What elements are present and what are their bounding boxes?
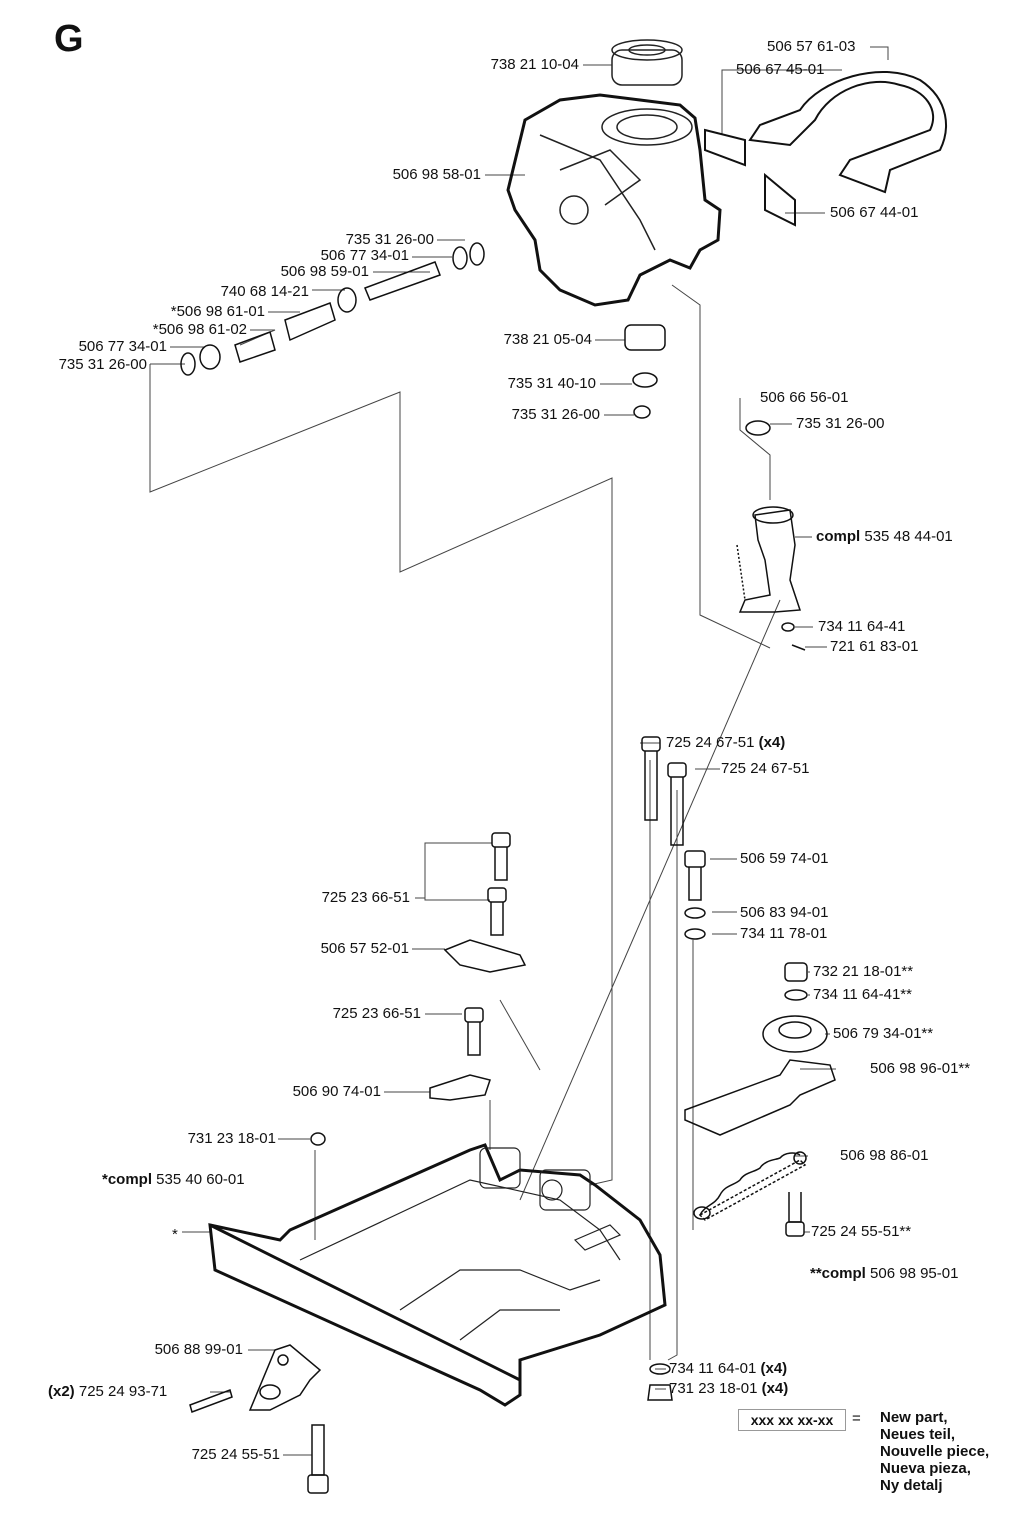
part-label: 734 11 64-41** <box>813 986 912 1003</box>
legend-code-box: xxx xx xx-xx <box>738 1409 846 1431</box>
legend-text: New part, Neues teil, Nouvelle piece, Nu… <box>880 1409 989 1494</box>
part-label: 506 66 56-01 <box>760 389 849 406</box>
legend-line: Nueva pieza, <box>880 1460 971 1477</box>
part-label: 735 31 26-00 <box>345 231 434 248</box>
part-label: *506 98 61-02 <box>152 321 247 338</box>
base-frame-details <box>299 1147 622 1341</box>
part-label: 506 98 58-01 <box>392 166 481 183</box>
part-label: 734 11 64-41 <box>818 618 906 635</box>
asterisk-marker: * <box>172 1226 178 1243</box>
part-label: 506 67 45-01 <box>736 61 825 78</box>
legend-equals: = <box>852 1410 861 1427</box>
part-label: 506 59 74-01 <box>740 850 829 867</box>
base-frame <box>208 1143 667 1407</box>
part-label: 740 68 14-21 <box>220 283 309 300</box>
part-label: 734 11 78-01 <box>740 925 828 942</box>
part-label: 735 31 40-10 <box>507 375 596 392</box>
housing-details <box>539 39 693 251</box>
part-label: *506 98 61-01 <box>170 303 265 320</box>
part-label: 735 31 26-00 <box>511 406 600 423</box>
part-label-qty: 731 23 18-01 (x4) <box>669 1380 789 1397</box>
part-label-qty: 725 24 67-51 (x4) <box>666 734 786 751</box>
part-label: 506 77 34-01 <box>78 338 167 355</box>
part-label: 725 23 66-51 <box>321 889 410 906</box>
part-label: 506 98 96-01** <box>870 1060 971 1077</box>
part-label-compl: *compl 535 40 60-01 <box>102 1171 245 1188</box>
legend-line: Neues teil, <box>880 1426 956 1443</box>
part-label-qty: 734 11 64-01 (x4) <box>669 1360 788 1377</box>
part-label: 725 24 55-51** <box>811 1223 912 1240</box>
part-label: 506 90 74-01 <box>292 1083 381 1100</box>
part-label: 506 67 44-01 <box>830 204 919 221</box>
part-label: 506 98 59-01 <box>280 263 369 280</box>
legend-line: Ny detalj <box>880 1477 943 1494</box>
shaft-parts <box>180 242 771 436</box>
part-label: 738 21 10-04 <box>490 56 579 73</box>
strap-bracket <box>704 71 947 227</box>
part-label: 738 21 05-04 <box>503 331 592 348</box>
part-label: 735 31 26-00 <box>58 356 147 373</box>
bolts-right <box>641 736 836 1237</box>
part-label: 506 98 86-01 <box>840 1147 929 1164</box>
leader-lines <box>149 46 889 1456</box>
part-label-compl: compl 535 48 44-01 <box>816 528 953 545</box>
housing-parts <box>506 93 722 307</box>
legend-line: New part, <box>880 1409 948 1426</box>
part-label: 731 23 18-01 <box>187 1130 276 1147</box>
part-label: 725 24 55-51 <box>191 1446 280 1463</box>
lever-assembly <box>736 506 806 651</box>
part-label: 506 57 52-01 <box>320 940 409 957</box>
part-label-compl: **compl 506 98 95-01 <box>810 1265 959 1282</box>
bracket-left <box>189 1344 673 1494</box>
part-label-qty: (x2) 725 24 93-71 <box>48 1383 168 1400</box>
part-label: 506 88 99-01 <box>154 1341 243 1358</box>
part-label: 506 77 34-01 <box>320 247 409 264</box>
part-label: 506 83 94-01 <box>740 904 829 921</box>
part-label: 506 57 61-03 <box>767 38 856 55</box>
part-label: 721 61 83-01 <box>830 638 919 655</box>
bolts-center <box>310 832 527 1146</box>
part-label: 725 23 66-51 <box>332 1005 421 1022</box>
gearbox-housing <box>506 93 722 307</box>
legend-line: Nouvelle piece, <box>880 1443 990 1460</box>
part-label: 725 24 67-51 <box>721 760 810 777</box>
section-letter: G <box>54 18 84 60</box>
part-label: 735 31 26-00 <box>796 415 885 432</box>
tension-spring <box>693 1151 807 1220</box>
part-label: 732 21 18-01** <box>813 963 914 980</box>
part-label: 506 79 34-01** <box>833 1025 934 1042</box>
